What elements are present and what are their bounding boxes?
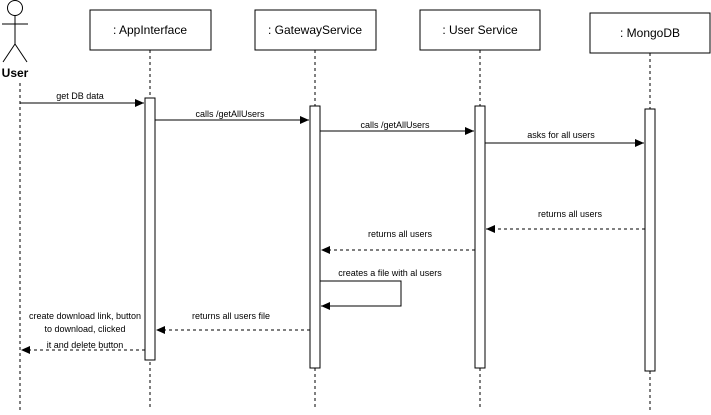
message-calls-getallusers-2: calls /getAllUsers bbox=[320, 120, 474, 135]
message-create-download-link: create download link, button to download… bbox=[21, 311, 145, 354]
message-label: to download, clicked bbox=[44, 324, 125, 334]
message-label: calls /getAllUsers bbox=[360, 120, 430, 130]
message-label: asks for all users bbox=[527, 130, 595, 140]
participant-label: : MongoDB bbox=[620, 26, 680, 40]
actor-label: User bbox=[2, 66, 29, 80]
message-get-db-data: get DB data bbox=[20, 91, 144, 107]
activation-appinterface bbox=[144, 97, 156, 361]
participant-label: : GatewayService bbox=[268, 23, 362, 37]
message-label: it and delete button bbox=[47, 340, 124, 350]
message-label: calls /getAllUsers bbox=[195, 109, 265, 119]
message-returns-all-users-1: returns all users bbox=[486, 209, 645, 233]
participant-userservice: : User Service bbox=[419, 9, 541, 51]
activation-gatewayservice bbox=[309, 105, 321, 369]
message-creates-file-self: creates a file with al users bbox=[320, 268, 442, 310]
message-label: returns all users bbox=[368, 229, 433, 239]
participant-box bbox=[589, 12, 711, 54]
message-returns-all-users-file: returns all users file bbox=[156, 311, 310, 334]
message-arrow bbox=[320, 280, 402, 310]
participant-label: : AppInterface bbox=[113, 23, 187, 37]
participant-box bbox=[419, 9, 541, 51]
message-label: returns all users file bbox=[192, 311, 270, 321]
participant-box bbox=[89, 9, 212, 51]
actor-user: User bbox=[2, 0, 29, 80]
message-calls-getallusers-1: calls /getAllUsers bbox=[155, 109, 309, 124]
message-asks-for-all-users: asks for all users bbox=[485, 130, 644, 147]
activation-userservice bbox=[474, 105, 486, 369]
message-label: get DB data bbox=[56, 91, 104, 101]
participant-gatewayservice: : GatewayService bbox=[254, 9, 377, 51]
message-label: creates a file with al users bbox=[338, 268, 442, 278]
participant-mongodb: : MongoDB bbox=[589, 12, 711, 54]
message-returns-all-users-2: returns all users bbox=[321, 229, 475, 254]
stick-figure-icon bbox=[2, 0, 28, 63]
activation-mongodb bbox=[644, 108, 656, 372]
message-label: returns all users bbox=[538, 209, 603, 219]
participant-box bbox=[254, 9, 377, 51]
message-label: create download link, button bbox=[29, 311, 141, 321]
participant-label: : User Service bbox=[442, 23, 518, 37]
participant-appinterface: : AppInterface bbox=[89, 9, 212, 51]
